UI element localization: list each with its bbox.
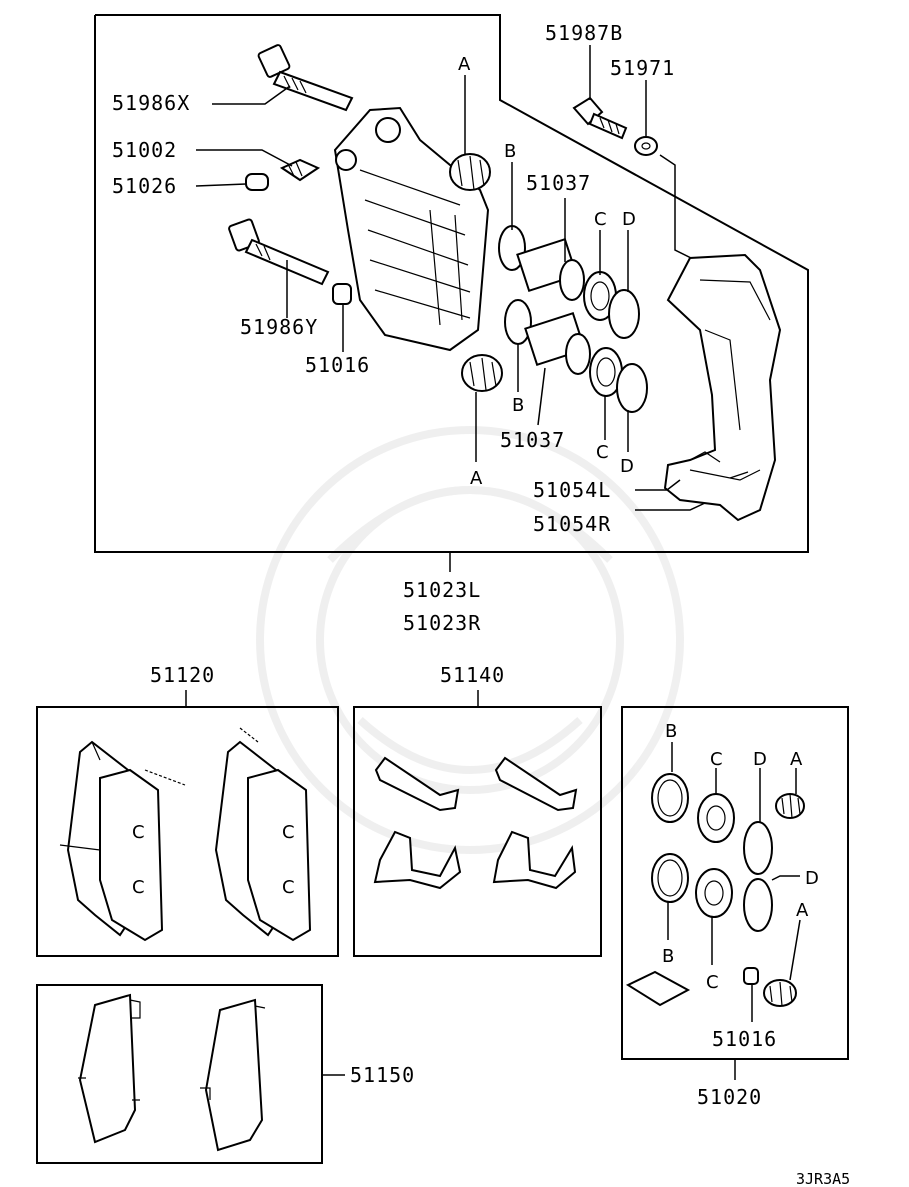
letter-kit-b1: B <box>665 721 677 742</box>
label-51986y: 51986Y <box>240 315 318 339</box>
letter-kit-c1: C <box>710 749 723 770</box>
label-51002: 51002 <box>112 138 177 162</box>
leader-51026 <box>195 183 247 187</box>
leader-51986x <box>212 85 291 105</box>
label-51016-kit: 51016 <box>712 1027 777 1051</box>
label-51016-top: 51016 <box>305 353 370 377</box>
leader-51054l <box>635 479 681 491</box>
letter-a-top: A <box>458 54 471 75</box>
shims-51150 <box>78 993 266 1152</box>
letter-kit-b2: B <box>662 946 674 967</box>
pad-mark-2: C <box>132 877 145 898</box>
label-51120: 51120 <box>150 663 215 687</box>
brake-pads-51120 <box>59 727 312 942</box>
caliper-assembly-box <box>94 14 809 553</box>
diagram-code: 3JR3A5 <box>796 1170 850 1187</box>
bleeder-cap-51026 <box>245 173 269 191</box>
label-51986x: 51986X <box>112 91 190 115</box>
washer-51971 <box>634 136 658 156</box>
guide-pin-51986x <box>257 44 354 112</box>
label-51140: 51140 <box>440 663 505 687</box>
label-51054l: 51054L <box>533 478 611 502</box>
leader-51002 <box>196 149 293 167</box>
label-51020: 51020 <box>697 1085 762 1109</box>
seal-kit-parts <box>625 773 805 1007</box>
letter-kit-a1: A <box>790 749 803 770</box>
letter-b-top: B <box>504 141 516 162</box>
pad-mark-4: C <box>282 877 295 898</box>
label-51023l: 51023L <box>403 578 481 602</box>
sleeve-51016-top <box>332 283 352 305</box>
pad-mark-3: C <box>282 822 295 843</box>
label-51023r: 51023R <box>403 611 481 635</box>
leader-washer-support <box>659 154 696 261</box>
leader-51037-bottom <box>537 367 546 426</box>
watermark-emblem <box>256 426 684 854</box>
dust-boot-a-bottom <box>461 354 503 392</box>
leader-kit-d2 <box>771 875 800 881</box>
label-51987b: 51987B <box>545 21 623 45</box>
shim-set-box <box>36 984 323 1164</box>
label-51150: 51150 <box>350 1063 415 1087</box>
letter-c-bottom: C <box>596 442 609 463</box>
letter-kit-d2: D <box>805 868 819 889</box>
support-bracket-51054 <box>663 253 782 522</box>
letter-a-bottom: A <box>470 468 483 489</box>
piston-set-upper <box>498 225 640 339</box>
guide-pin-51986y <box>228 218 330 286</box>
label-51971: 51971 <box>610 56 675 80</box>
clip-set-box <box>353 706 602 957</box>
leader-51054r <box>635 502 706 511</box>
label-51037-top: 51037 <box>526 171 591 195</box>
pad-set-box <box>36 706 339 957</box>
letter-d-bottom: D <box>620 456 634 477</box>
letter-d-top: D <box>622 209 636 230</box>
bolt-51987b <box>572 96 628 140</box>
letter-kit-d1: D <box>753 749 767 770</box>
letter-b-bottom: B <box>512 395 524 416</box>
piston-set-lower <box>504 299 648 413</box>
dust-boot-a-top <box>449 153 491 191</box>
pad-clips-51140 <box>373 756 578 890</box>
label-51054r: 51054R <box>533 512 611 536</box>
letter-kit-c2: C <box>706 972 719 993</box>
leader-kit-a2 <box>789 919 801 981</box>
letter-c-top: C <box>594 209 607 230</box>
label-51026: 51026 <box>112 174 177 198</box>
letter-kit-a2: A <box>796 900 809 921</box>
label-51037-bottom: 51037 <box>500 428 565 452</box>
pad-mark-1: C <box>132 822 145 843</box>
